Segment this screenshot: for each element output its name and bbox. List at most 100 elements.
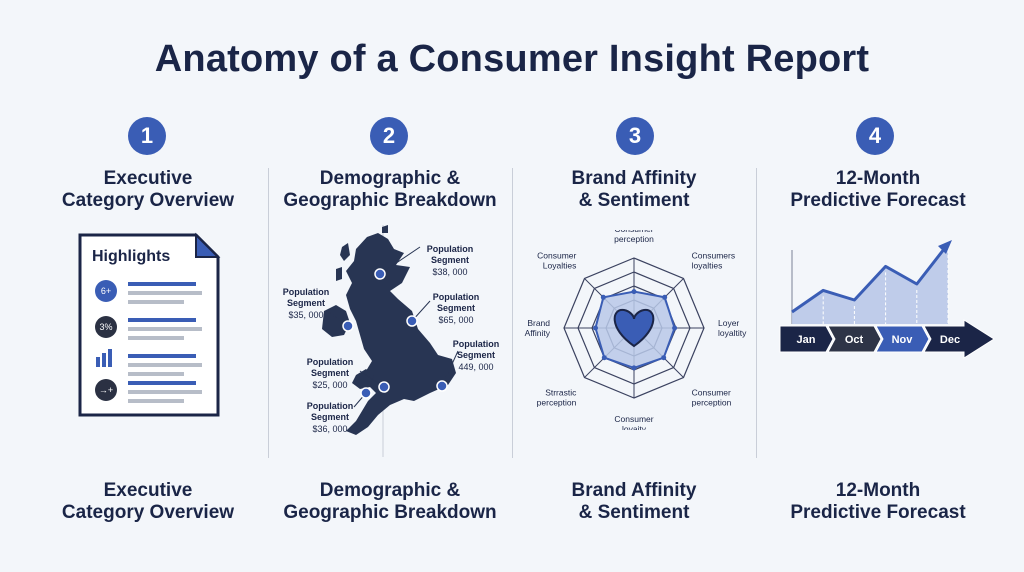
section-footer: Brand Affinity & Sentiment <box>514 480 754 524</box>
svg-text:Population: Population <box>453 339 500 349</box>
svg-text:$25, 000: $25, 000 <box>312 380 347 390</box>
section-footer-line: Brand Affinity <box>571 480 697 501</box>
svg-text:Segment: Segment <box>311 412 349 422</box>
section-footer-line: 12-Month <box>835 480 921 501</box>
svg-text:Population: Population <box>307 401 354 411</box>
section-heading-line: Demographic & <box>319 168 461 189</box>
uk-map-illustration: Population Segment $38, 000 Population S… <box>283 225 500 457</box>
radar-point <box>631 289 637 295</box>
radar-point <box>672 325 678 331</box>
svg-text:Population: Population <box>283 287 330 297</box>
svg-text:$35, 000: $35, 000 <box>288 310 323 320</box>
section-footer: 12-Month Predictive Forecast <box>758 480 998 524</box>
radar-axis-label: Strrastic <box>545 388 577 398</box>
svg-text:Segment: Segment <box>431 255 469 265</box>
segment-marker <box>436 380 448 392</box>
segment-label: Population Segment $65, 000 <box>433 292 480 325</box>
bar-chart-icon <box>96 349 112 367</box>
column-divider <box>268 168 269 458</box>
section-heading: Demographic & Geographic Breakdown <box>270 168 510 212</box>
map-northern-ireland <box>322 305 350 337</box>
section-heading-line: Category Overview <box>61 190 235 211</box>
radar-point <box>662 294 668 300</box>
segment-label: Population Segment $36, 000 <box>307 401 354 434</box>
section-footer-line: Predictive Forecast <box>790 502 966 523</box>
radar-axis-label: Consumer <box>692 388 731 398</box>
heart-icon <box>613 308 655 348</box>
timeline-label: Dec <box>940 334 960 346</box>
radar-point <box>593 325 598 331</box>
radar-axis-label: Consumer <box>614 414 653 424</box>
section-demographic-breakdown: 2 Demographic & Geographic Breakdown Pop… <box>270 0 510 572</box>
timeline-segment <box>827 325 882 353</box>
sentiment-radar-chart: ConsumerperceptionConsumersloyaltiesLoye… <box>525 230 747 430</box>
timeline-segment <box>923 319 995 359</box>
badge-label: →+ <box>99 385 113 395</box>
radar-axis-label: loyaltity <box>718 328 747 338</box>
radar-axis-label: perception <box>537 398 577 408</box>
timeline-label: Nov <box>892 334 914 346</box>
step-number-badge: 4 <box>856 117 894 155</box>
segment-marker <box>374 268 386 280</box>
radar-axis-label: Consumers <box>692 250 735 260</box>
segment-marker <box>406 315 418 327</box>
step-number-badge: 3 <box>616 117 654 155</box>
section-footer-line: & Sentiment <box>578 502 690 523</box>
segment-label: Population Segment $35, 000 <box>283 287 330 320</box>
radar-point <box>600 294 606 300</box>
radar-axis-label: loyaity <box>622 424 647 430</box>
timeline-label: Jan <box>797 334 816 346</box>
badge-circle <box>95 280 117 302</box>
radar-point <box>631 365 637 371</box>
timeline-label: Oct <box>845 334 864 346</box>
radar-point <box>601 355 607 361</box>
document-card <box>78 233 220 417</box>
radar-axis-label: Affinity <box>525 328 551 338</box>
badge-circle <box>95 379 117 401</box>
radar-axis-label: Consumer <box>537 250 576 260</box>
svg-text:$38, 000: $38, 000 <box>432 267 467 277</box>
segment-label: Population Segment $25, 000 <box>307 357 354 390</box>
section-heading: Executive Category Overview <box>28 168 268 212</box>
svg-text:Segment: Segment <box>457 350 495 360</box>
section-footer: Demographic & Geographic Breakdown <box>270 480 510 524</box>
highlights-document-illustration: Highlights 6+ 3% →+ <box>78 232 221 417</box>
svg-text:449, 000: 449, 000 <box>458 362 493 372</box>
radar-axis-label: loyalties <box>692 260 723 270</box>
section-brand-affinity: 3 Brand Affinity & Sentiment Consumerper… <box>514 0 754 572</box>
document-fold-corner <box>195 232 221 258</box>
section-heading-line: Executive <box>103 168 193 189</box>
badge-circle <box>95 316 117 338</box>
section-heading: Brand Affinity & Sentiment <box>514 168 754 212</box>
svg-text:Population: Population <box>427 244 474 254</box>
radar-point <box>661 355 667 361</box>
svg-text:Segment: Segment <box>311 368 349 378</box>
radar-axis-label: Loyer <box>718 318 739 328</box>
section-heading-line: & Sentiment <box>578 190 690 211</box>
section-heading-line: Brand Affinity <box>571 168 697 189</box>
badge-label: 3% <box>99 322 112 332</box>
section-heading-line: Geographic Breakdown <box>283 190 497 211</box>
section-footer-line: Category Overview <box>61 502 235 523</box>
svg-text:Population: Population <box>433 292 480 302</box>
svg-text:Segment: Segment <box>437 303 475 313</box>
map-great-britain <box>346 233 456 435</box>
radar-axis-label: Loyalties <box>543 260 577 270</box>
segment-label: Population Segment $38, 000 <box>427 244 474 277</box>
section-heading-line: Predictive Forecast <box>790 190 966 211</box>
timeline-segment <box>779 325 834 353</box>
segment-label: Population Segment 449, 000 <box>453 339 500 372</box>
forecast-arrowhead <box>938 240 952 254</box>
forecast-trend-chart: Jan Oct Nov Dec <box>779 240 995 359</box>
svg-text:$36, 000: $36, 000 <box>312 424 347 434</box>
svg-text:Population: Population <box>307 357 354 367</box>
svg-text:$65, 000: $65, 000 <box>438 315 473 325</box>
section-footer: Executive Category Overview <box>28 480 268 524</box>
section-heading-line: 12-Month <box>835 168 921 189</box>
forecast-line <box>791 243 950 314</box>
radar-axis-label: perception <box>614 234 654 244</box>
radar-axis-label: Consumer <box>614 230 653 234</box>
card-title: Highlights <box>92 248 170 265</box>
segment-marker <box>342 320 354 332</box>
radar-axis-label: perception <box>692 398 732 408</box>
